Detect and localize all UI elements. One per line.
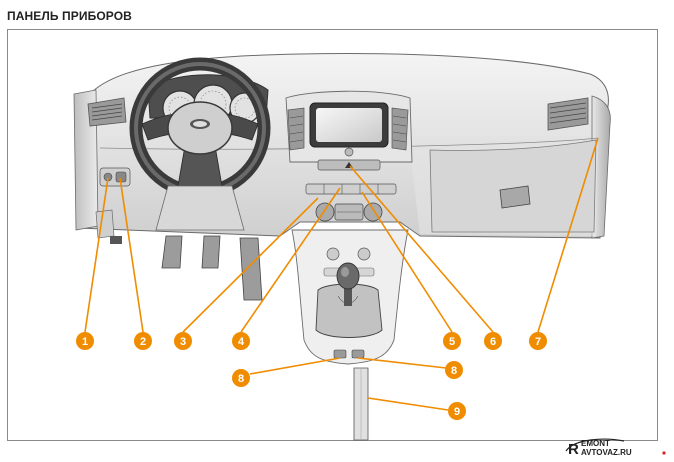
watermark-brand-bottom: AVTOVAZ.RU <box>581 448 632 457</box>
callout-5-label: 5 <box>449 336 455 348</box>
right-air-vent <box>547 97 589 131</box>
left-air-vent <box>87 97 127 127</box>
leader-3 <box>182 197 319 333</box>
callout-4: 4 <box>232 332 250 350</box>
leader-5 <box>361 191 453 333</box>
callout-1: 1 <box>76 332 94 350</box>
leader-7 <box>537 137 599 333</box>
callout-1-label: 1 <box>82 336 88 348</box>
watermark-logo: R EMONT AVTOVAZ.RU <box>565 438 666 458</box>
watermark-brand-top: EMONT <box>581 439 610 448</box>
center-console <box>291 229 409 441</box>
callout-5: 5 <box>443 332 461 350</box>
callout-8-right: 8 <box>445 361 463 379</box>
leader-6 <box>349 165 494 333</box>
callout-8-left-label: 8 <box>238 373 244 385</box>
glove-box <box>429 139 597 233</box>
steering-wheel <box>129 57 271 199</box>
callout-6-label: 6 <box>490 336 496 348</box>
leader-8a <box>249 357 341 375</box>
callout-9: 9 <box>448 402 466 420</box>
callout-6: 6 <box>484 332 502 350</box>
page-title: ПАНЕЛЬ ПРИБОРОВ <box>7 9 132 23</box>
callout-2-label: 2 <box>140 336 146 348</box>
callout-8-left: 8 <box>232 369 250 387</box>
callout-7-label: 7 <box>535 336 541 348</box>
leader-lines <box>84 137 599 411</box>
callout-7: 7 <box>529 332 547 350</box>
callout-3: 3 <box>174 332 192 350</box>
steering-column <box>155 185 245 231</box>
callout-9-label: 9 <box>454 406 460 418</box>
leader-4 <box>240 187 341 333</box>
callout-3-label: 3 <box>180 336 186 348</box>
center-stack <box>285 90 413 222</box>
callout-4-label: 4 <box>238 336 245 348</box>
leader-2 <box>119 177 144 333</box>
leader-9 <box>367 397 449 411</box>
pedals <box>161 235 263 301</box>
callout-8-right-label: 8 <box>451 365 457 377</box>
callout-2: 2 <box>134 332 152 350</box>
watermark-letter: R <box>568 441 579 458</box>
leader-8b <box>357 357 447 369</box>
leader-1 <box>84 177 109 333</box>
